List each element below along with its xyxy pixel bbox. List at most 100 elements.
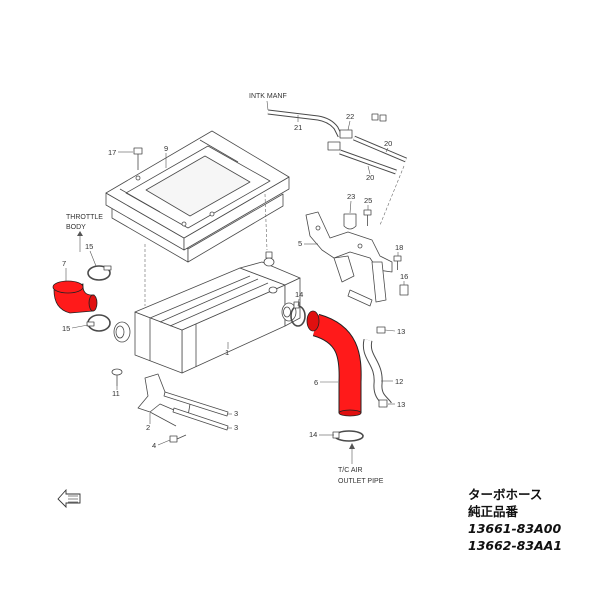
strip-3-upper <box>163 391 229 417</box>
valve-fitting <box>379 114 387 122</box>
bolt-head <box>363 209 372 216</box>
callout-3: 3 <box>234 409 238 418</box>
bracket-5 <box>305 211 393 307</box>
part-number: 13662-83AA1 <box>468 538 563 553</box>
valve-body <box>327 141 341 151</box>
leader-14 <box>297 298 300 307</box>
clamp-15-upper <box>87 265 112 281</box>
part-number: 13661-83A00 <box>468 521 562 536</box>
hose-20-body <box>353 136 407 162</box>
hose-7-end <box>88 294 98 312</box>
hose-7-top-opening <box>52 280 84 294</box>
intercooler-inlet-bore <box>115 325 125 339</box>
callout-6: 6 <box>314 378 318 387</box>
clip <box>378 399 388 408</box>
caption-subtitle: 純正品番 <box>468 504 519 519</box>
callout-9: 9 <box>164 144 168 153</box>
core-fin-line <box>149 275 251 319</box>
strip-3-lower <box>172 407 229 431</box>
cover-ridge <box>199 139 239 163</box>
callout-17: 17 <box>108 148 116 157</box>
mount-grommet <box>263 257 275 267</box>
core-fin-line <box>169 282 269 327</box>
callout-11: 11 <box>112 389 120 398</box>
strip <box>163 391 229 417</box>
bolt-head <box>169 435 178 443</box>
leader-4 <box>157 439 171 446</box>
callout-14: 14 <box>309 430 317 439</box>
caption-title: ターボホース <box>468 487 543 502</box>
cover-hole <box>209 211 215 217</box>
clip-13-lower <box>378 399 388 408</box>
callout-22: 22 <box>346 112 354 121</box>
leader-20 <box>385 147 389 153</box>
bracket-arm <box>371 261 387 303</box>
hose-20-body <box>339 150 397 174</box>
clamp-screw <box>103 265 112 271</box>
bolt-18 <box>393 255 402 270</box>
hose-6-body <box>312 314 361 413</box>
callout-1: 1 <box>225 348 229 357</box>
pipe-21 <box>267 109 343 138</box>
clip-13-upper <box>376 326 386 334</box>
tc-air-outlet-note-line2: OUTLET PIPE <box>338 478 384 485</box>
mount-grommet <box>268 286 278 294</box>
clamp-screw <box>86 321 95 327</box>
bracket-2-edge <box>149 411 177 427</box>
callout-15: 15 <box>62 324 70 333</box>
tc-air-outlet-note-line1: T/C AIR <box>338 467 363 474</box>
clamp-screw <box>293 301 300 309</box>
intercooler-outlet-bore <box>283 306 291 318</box>
callout-23: 23 <box>347 192 355 201</box>
bracket-hole <box>357 243 363 249</box>
front-arrow-icon <box>57 488 81 509</box>
callout-13: 13 <box>397 400 405 409</box>
intercooler <box>113 251 301 374</box>
bracket-plate <box>305 211 393 273</box>
leader-13 <box>384 329 396 332</box>
leader-22 <box>347 120 351 131</box>
throttle-body-note-line1: THROTTLE <box>66 214 103 221</box>
callout-13: 13 <box>397 327 405 336</box>
hose-20-lower <box>339 149 397 175</box>
part-23 <box>343 213 357 230</box>
leader-15 <box>89 250 97 267</box>
intake-manifold-arrow <box>266 100 269 111</box>
hose-6-top-end <box>306 310 320 332</box>
callout-15: 15 <box>85 242 93 251</box>
bolt-25 <box>363 209 372 226</box>
part-16 <box>399 284 409 296</box>
assembly-line <box>379 165 405 226</box>
valve-22 <box>327 113 387 151</box>
bracket-hole <box>315 225 321 231</box>
leader-23 <box>349 200 352 214</box>
callout-7: 7 <box>62 259 66 268</box>
bolt-11 <box>111 368 123 386</box>
throttle-body-note-line2: BODY <box>66 224 86 231</box>
u-clip <box>343 213 357 230</box>
valve-body <box>339 129 353 139</box>
bolt-shank <box>176 434 187 440</box>
clamp-14-lower <box>332 430 364 442</box>
clamp-15-lower <box>86 314 111 332</box>
callout-18: 18 <box>395 243 403 252</box>
cover-ridge <box>119 188 161 213</box>
callout-5: 5 <box>298 239 302 248</box>
hose-20-upper <box>353 135 407 163</box>
throttle-body-arrow-head <box>77 231 83 236</box>
bolt-4 <box>169 434 187 443</box>
mount-bolt <box>265 251 273 259</box>
cover-bottom-tray-right <box>187 193 284 263</box>
clamp-band <box>87 265 111 281</box>
callout-4: 4 <box>152 441 156 450</box>
pipe-21-body <box>267 110 342 137</box>
turbo-hose-6 <box>306 310 362 417</box>
strip <box>172 407 229 431</box>
hose-6-bottom-end <box>338 409 362 417</box>
callout-20: 20 <box>366 173 374 182</box>
part-caption: ターボホース 純正品番 13661-83A00 13662-83AA1 <box>468 486 593 554</box>
callout-16: 16 <box>400 272 408 281</box>
cover-hole <box>135 175 141 181</box>
callout-12: 12 <box>395 377 403 386</box>
